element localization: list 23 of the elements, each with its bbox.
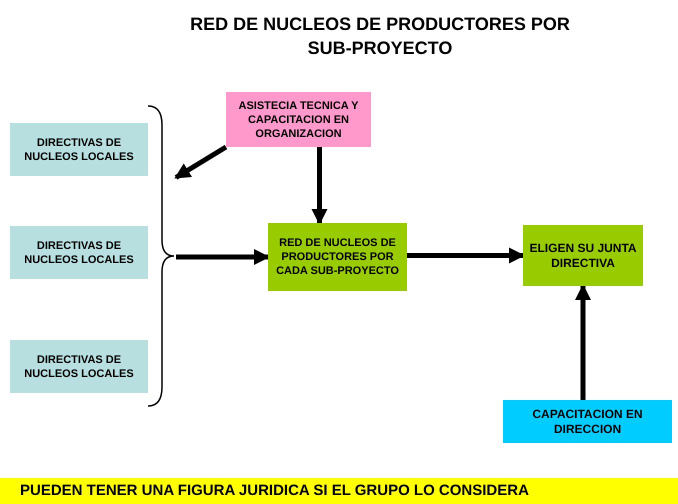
node-text: ASISTECIA TECNICA Y CAPACITACION EN ORGANIZACION: [238, 98, 360, 140]
node-text: DIRECTIVAS DE NUCLEOS LOCALES: [23, 238, 135, 266]
node-text: ELIGEN SU JUNTA DIRECTIVA: [529, 240, 637, 270]
arrow: [174, 144, 228, 180]
note-banner: [0, 478, 678, 504]
process-box: [226, 92, 371, 147]
node-text: PUEDEN TENER UNA FIGURA JURIDICA SI EL GRUPO LO CONSIDERA: [20, 482, 529, 500]
node-text: DIRECTIVAS DE NUCLEOS LOCALES: [23, 136, 135, 164]
arrow: [407, 248, 525, 264]
process-box: [523, 225, 643, 286]
node-text: DIRECTIVAS DE NUCLEOS LOCALES: [23, 352, 135, 380]
process-box: [10, 123, 148, 176]
process-box: [503, 400, 672, 443]
brace-drawing: [146, 105, 176, 407]
diagram-title: RED DE NUCLEOS DE PRODUCTORES POR SUB-PROYECTO: [189, 13, 571, 60]
node-text: CAPACITACION EN DIRECCION: [531, 406, 644, 436]
process-box: [268, 223, 407, 291]
process-box: [10, 340, 148, 393]
node-text: RED DE NUCLEOS DE PRODUCTORES POR CADA SUB-PROYECTO: [275, 236, 400, 278]
arrow: [575, 284, 591, 400]
process-box: [10, 226, 148, 279]
arrow: [176, 249, 270, 265]
arrow: [312, 147, 328, 225]
